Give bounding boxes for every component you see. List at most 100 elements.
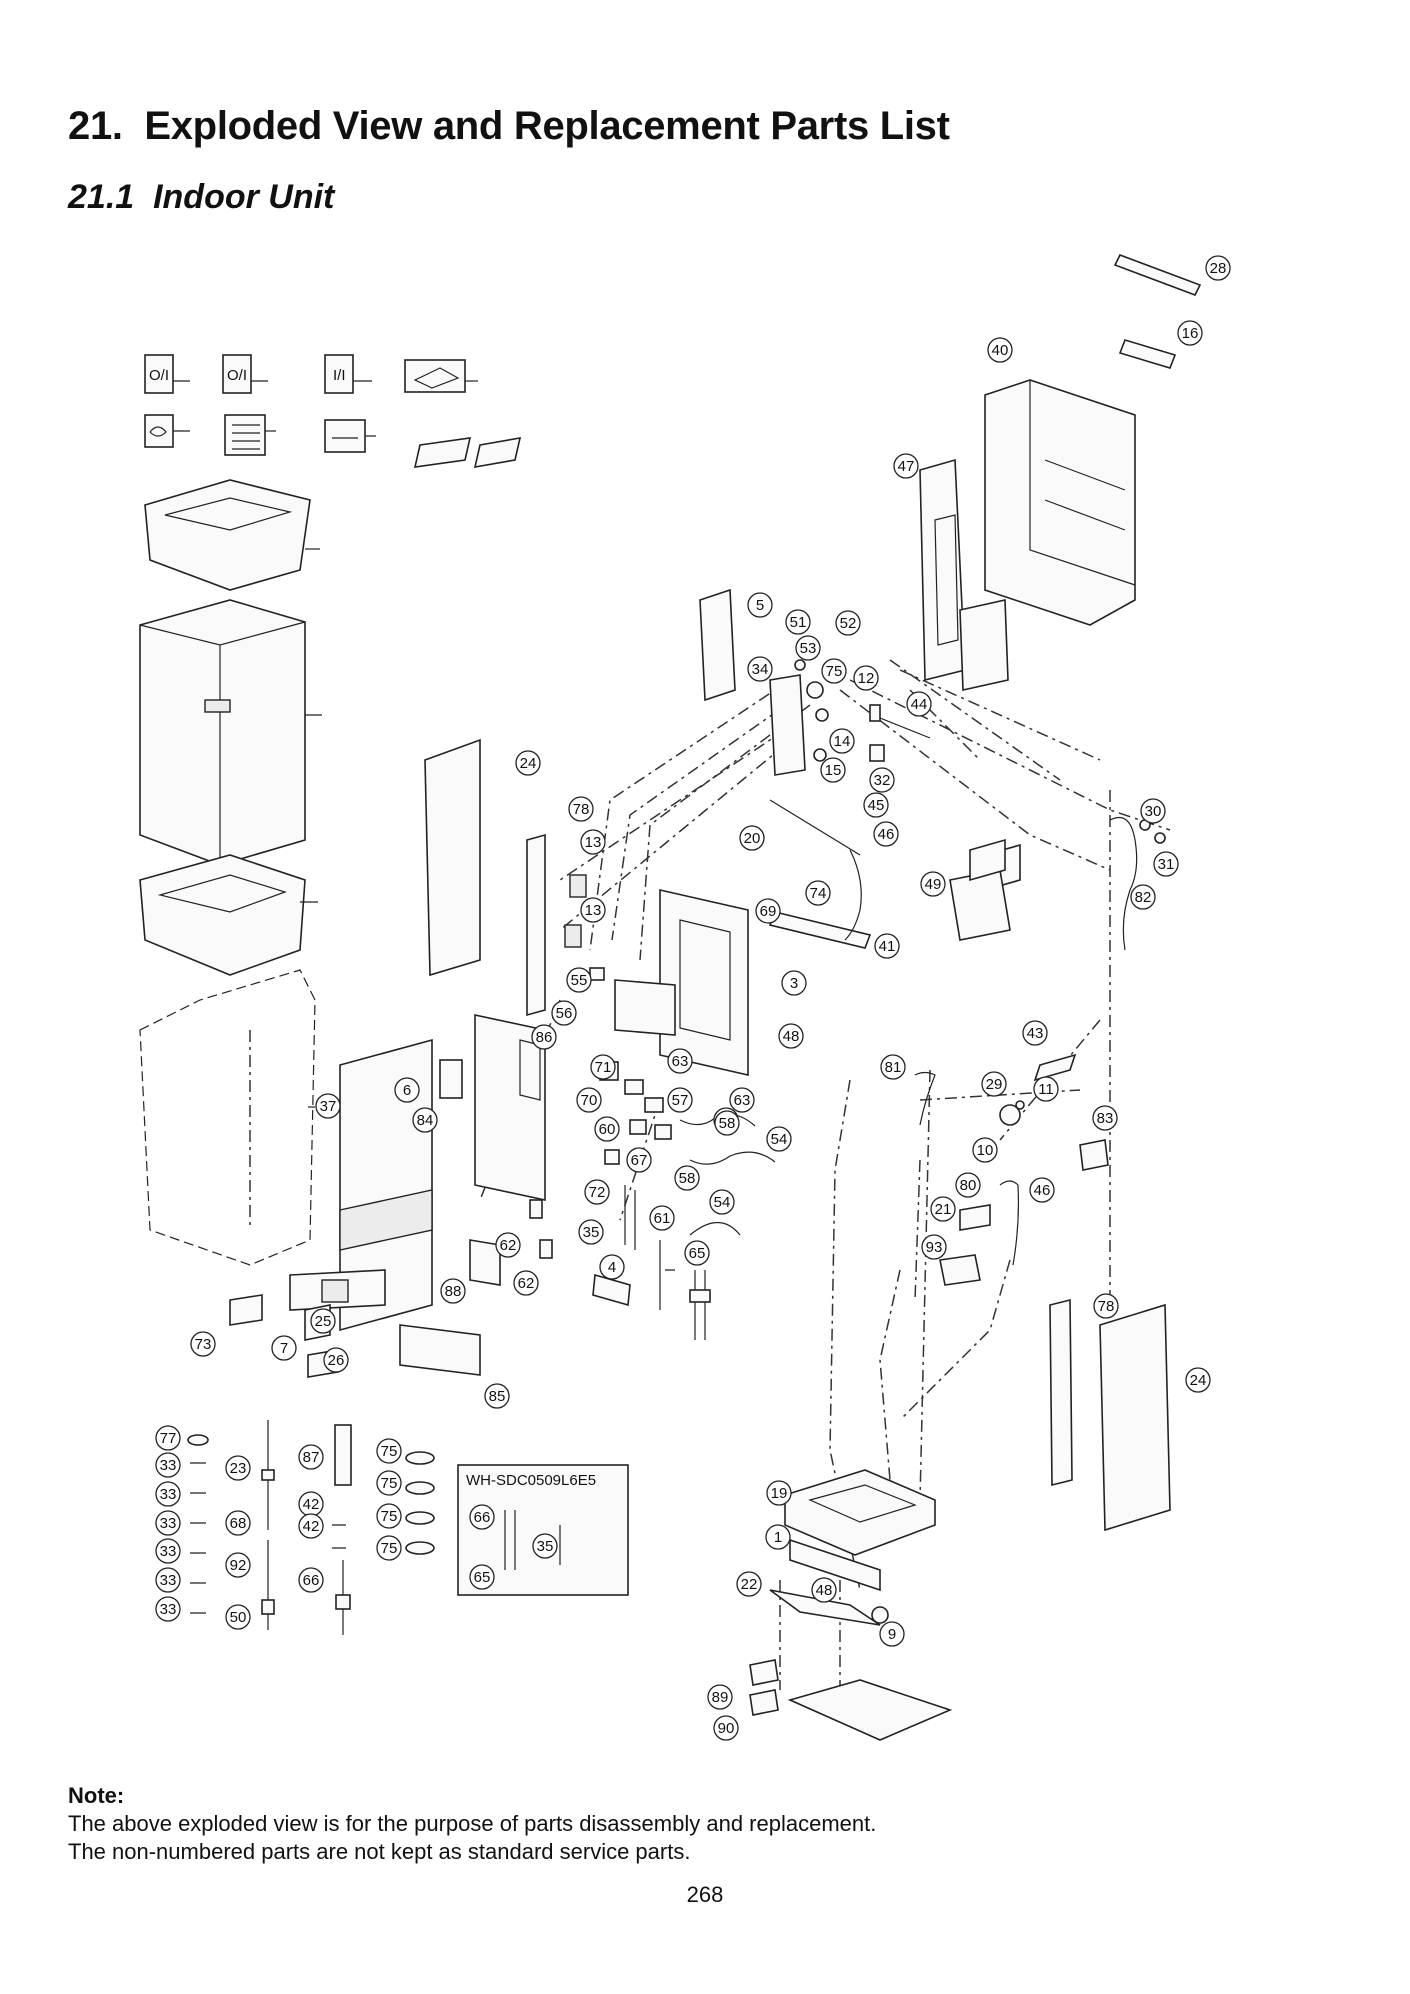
callout-56: 56	[551, 1000, 577, 1026]
callout-circle	[298, 1567, 324, 1593]
callout-circle	[551, 1000, 577, 1026]
exploded-view-diagram: O/I O/I I/I	[139, 253, 1231, 1741]
callout-58: 58	[674, 1165, 700, 1191]
callout-24: 24	[515, 750, 541, 776]
callout-number: 88	[445, 1283, 462, 1300]
callout-32: 32	[869, 767, 895, 793]
callout-73: 73	[190, 1331, 216, 1357]
callout-number: 48	[783, 1028, 800, 1045]
callout-circle	[298, 1513, 324, 1539]
tank-34	[769, 674, 806, 776]
callout-circle	[955, 1172, 981, 1198]
callout-14: 14	[829, 728, 855, 754]
plate-16	[1118, 339, 1177, 369]
expansion-vessel-41	[949, 869, 1011, 941]
callout-number: 87	[303, 1449, 320, 1466]
plug-set	[324, 419, 366, 453]
callout-24: 24	[1185, 1367, 1211, 1393]
callout-62: 62	[495, 1232, 521, 1258]
callout-number: 42	[303, 1518, 320, 1535]
side-panel-24-right	[1099, 1303, 1171, 1532]
callout-circle	[155, 1425, 181, 1451]
callout-number: 67	[631, 1152, 648, 1169]
callout-52: 52	[835, 610, 861, 636]
callout-number: 69	[760, 903, 777, 920]
callout-circle	[981, 1071, 1007, 1097]
callout-number: 14	[834, 733, 851, 750]
callout-81: 81	[880, 1054, 906, 1080]
carton-box	[139, 599, 306, 866]
callout-54: 54	[709, 1189, 735, 1215]
hydraulic-group	[699, 588, 1166, 1286]
callout-circle	[599, 1254, 625, 1280]
callout-82: 82	[1130, 884, 1156, 910]
callout-circle	[155, 1452, 181, 1478]
callout-46: 46	[1029, 1177, 1055, 1203]
callout-circle	[1093, 1293, 1119, 1319]
callout-number: 24	[520, 755, 537, 772]
cover-47	[919, 458, 966, 682]
callout-21: 21	[930, 1196, 956, 1222]
callout-circle	[747, 656, 773, 682]
callout-number: 63	[672, 1053, 689, 1070]
callout-87: 87	[298, 1444, 324, 1470]
callout-circle	[714, 1110, 740, 1136]
callout-62: 62	[513, 1270, 539, 1296]
callout-67: 67	[626, 1147, 652, 1173]
callout-circle	[578, 1219, 604, 1245]
callout-circle	[747, 592, 773, 618]
manual-oi-1	[144, 354, 174, 394]
callout-number: 13	[585, 834, 602, 851]
callout-circle	[155, 1567, 181, 1593]
callout-number: 62	[500, 1237, 517, 1254]
callout-number: 75	[381, 1475, 398, 1492]
model-spec-label: WH-SDC0509L6E5	[466, 1472, 596, 1489]
callout-number: 24	[1190, 1372, 1207, 1389]
bracket-3	[768, 911, 872, 949]
callout-number: 9	[888, 1626, 896, 1643]
callout-number: 84	[417, 1112, 434, 1129]
callout-22: 22	[736, 1571, 762, 1597]
subsection-heading: 21.1 Indoor Unit	[68, 178, 334, 217]
drain-pan-1	[789, 1538, 881, 1592]
callout-12: 12	[853, 665, 879, 691]
callout-33: 33	[155, 1452, 181, 1478]
callout-number: 29	[986, 1076, 1003, 1093]
callout-54: 54	[766, 1126, 792, 1152]
callout-circle	[225, 1455, 251, 1481]
label-sheet-2	[473, 437, 522, 468]
callout-circle	[1022, 1020, 1048, 1046]
callout-number: 58	[719, 1115, 736, 1132]
callout-number: 54	[771, 1131, 788, 1148]
top-cushion	[144, 479, 311, 591]
callout-number: 6	[403, 1082, 411, 1099]
callout-circle	[766, 1480, 792, 1506]
callout-19: 19	[766, 1480, 792, 1506]
callout-circle	[869, 767, 895, 793]
callout-63: 63	[667, 1048, 693, 1074]
callout-58: 58	[714, 1110, 740, 1136]
callout-circle	[880, 1054, 906, 1080]
callout-number: 75	[381, 1508, 398, 1525]
control-board-86	[474, 1014, 546, 1201]
callout-circle	[709, 1189, 735, 1215]
callout-circle	[1185, 1367, 1211, 1393]
callout-51: 51	[785, 609, 811, 635]
callout-65: 65	[469, 1564, 495, 1590]
callout-number: 12	[858, 670, 875, 687]
callout-circle	[667, 1087, 693, 1113]
callout-66: 66	[469, 1504, 495, 1530]
callout-75: 75	[821, 658, 847, 684]
callout-circle	[873, 821, 899, 847]
callout-33: 33	[155, 1510, 181, 1536]
callout-circle	[778, 1023, 804, 1049]
callout-28: 28	[1205, 255, 1231, 281]
accessories-group: O/I O/I I/I	[144, 354, 522, 468]
callout-42: 42	[298, 1513, 324, 1539]
callout-33: 33	[155, 1567, 181, 1593]
callout-circle	[707, 1684, 733, 1710]
callout-number: 73	[195, 1336, 212, 1353]
callout-number: 62	[518, 1275, 535, 1292]
spare-parts-group: WH-SDC0509L6E5	[187, 1420, 629, 1635]
callout-10: 10	[972, 1137, 998, 1163]
